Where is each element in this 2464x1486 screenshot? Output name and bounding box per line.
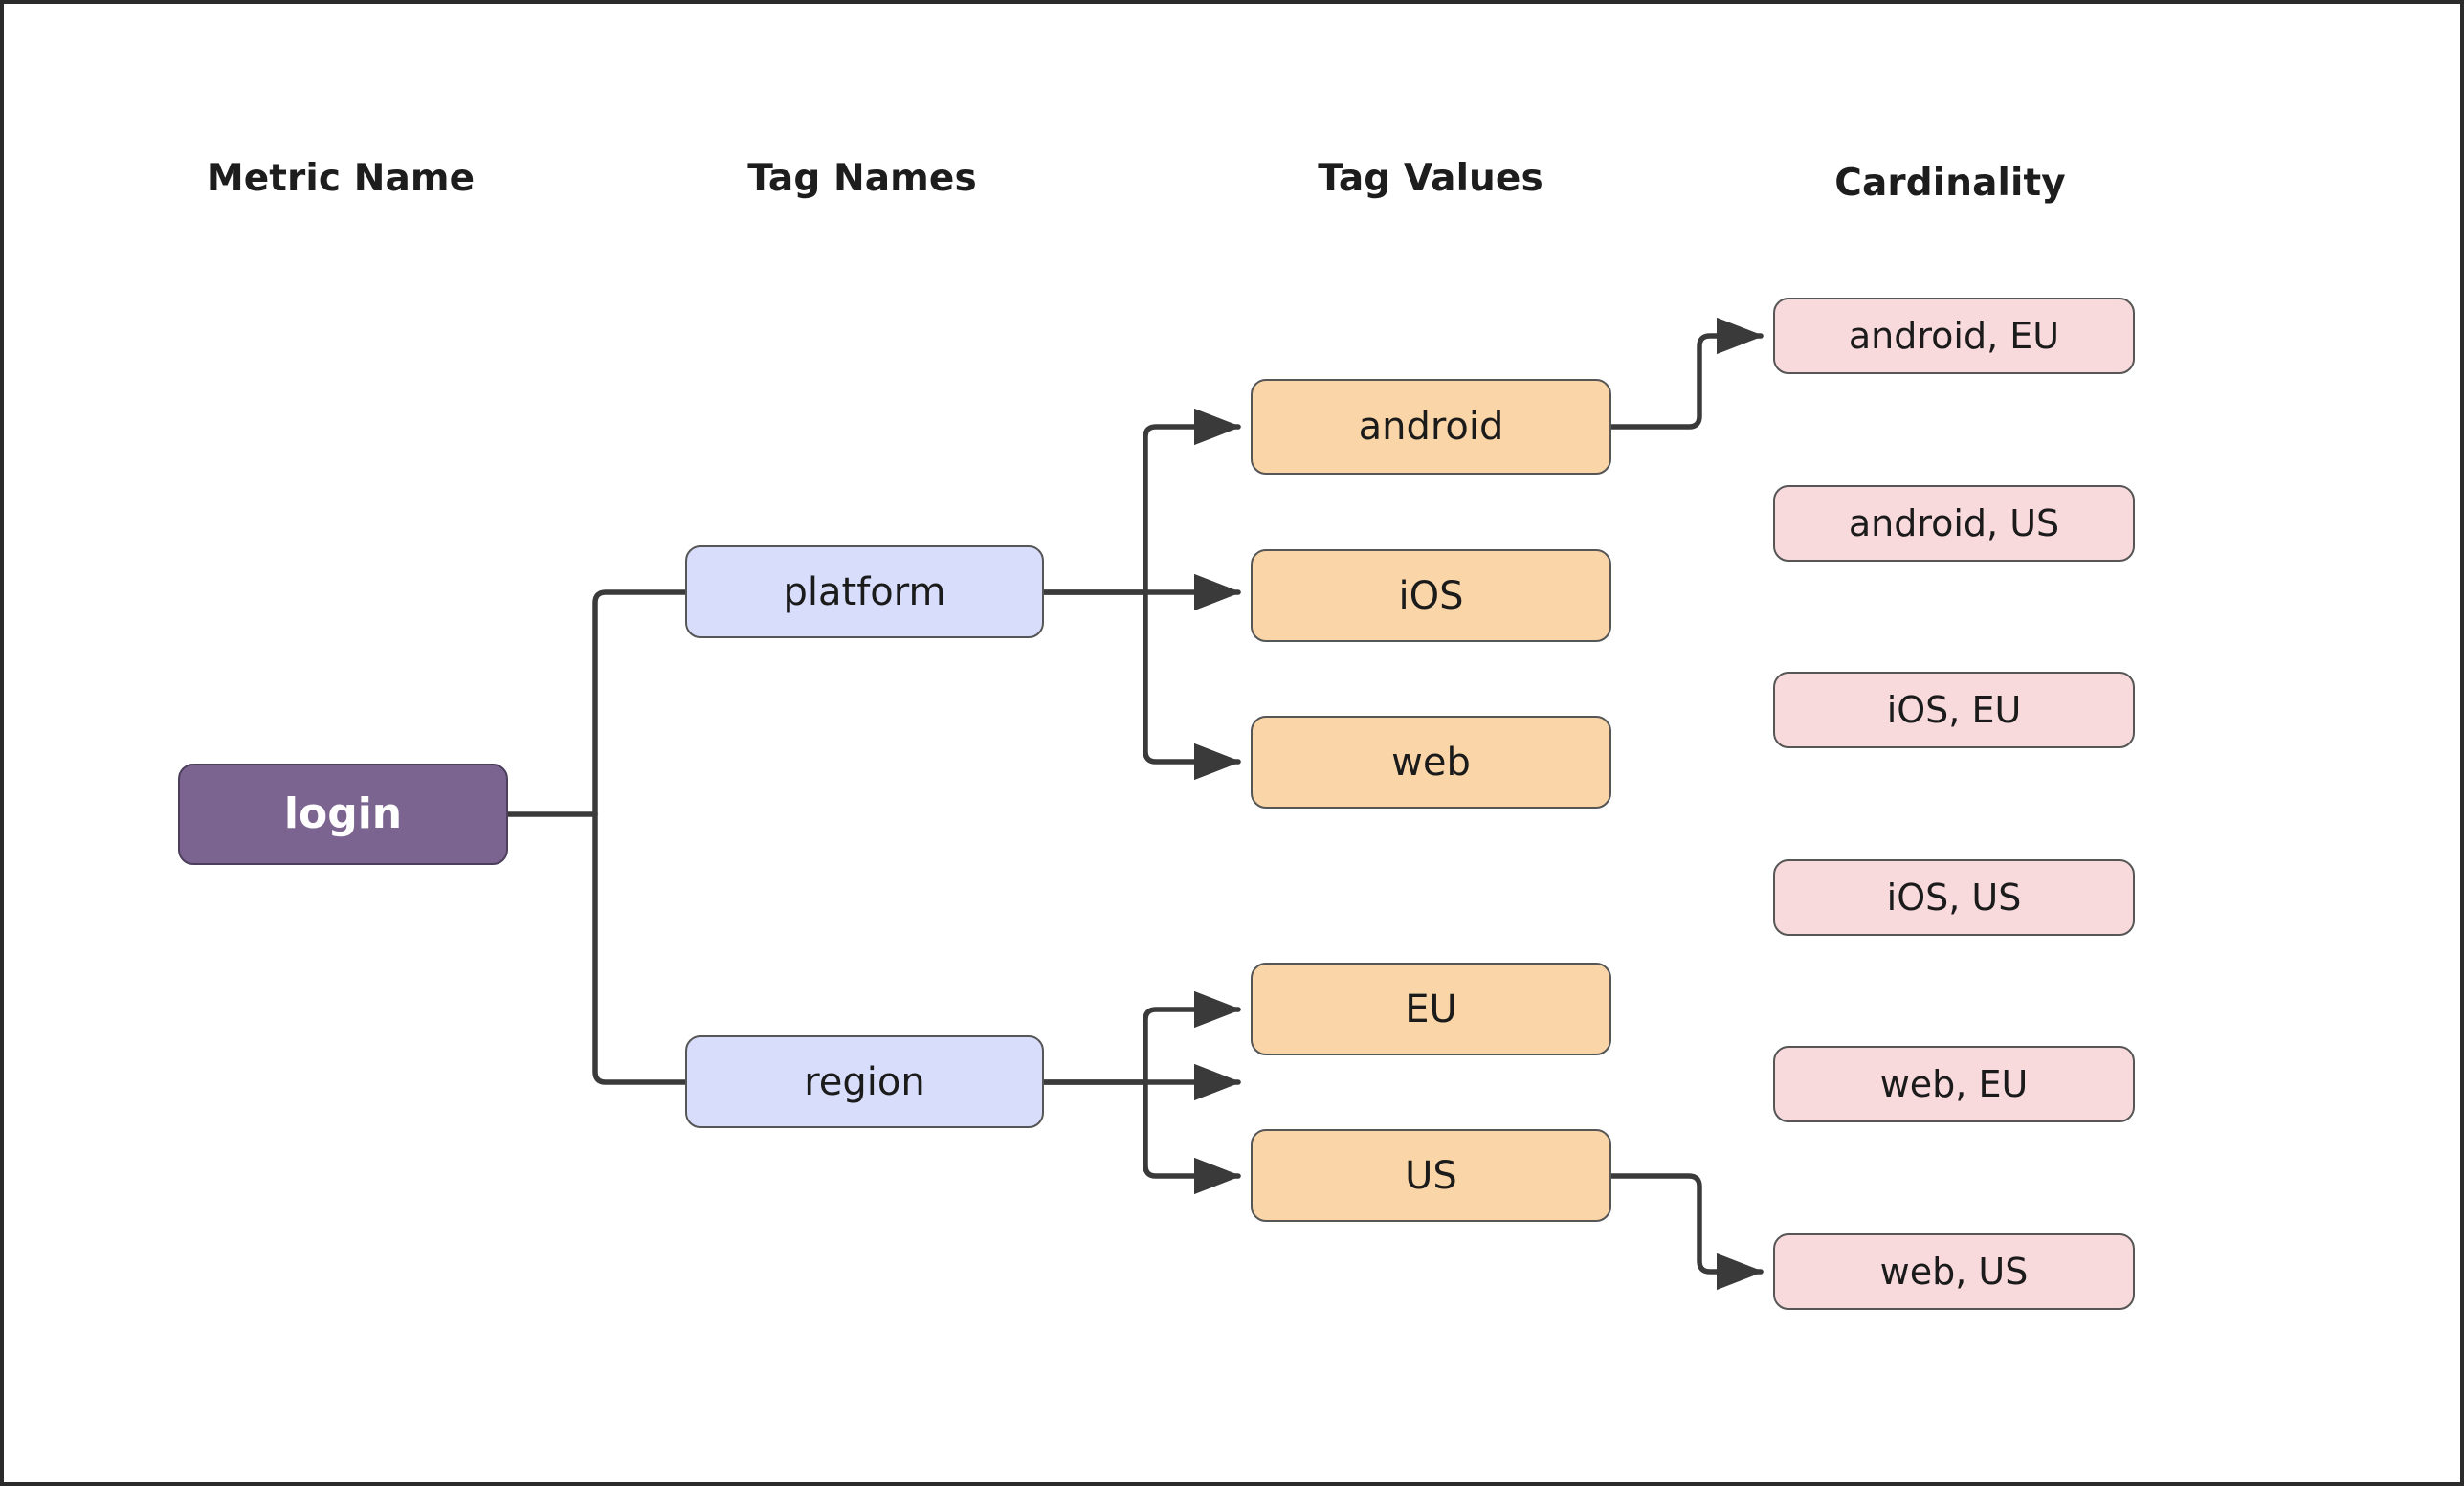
node-metric-login[interactable]: login: [178, 764, 508, 865]
node-tagname-region[interactable]: region: [685, 1035, 1044, 1128]
node-cardinality-ios-eu[interactable]: iOS, EU: [1773, 672, 2135, 748]
edge-us-webus: [1609, 1173, 1765, 1291]
column-header-metric-name: Metric Name: [206, 157, 476, 200]
node-cardinality-android-us[interactable]: android, US: [1773, 485, 2135, 562]
node-tagvalue-eu[interactable]: EU: [1251, 963, 1611, 1055]
node-cardinality-android-eu[interactable]: android, EU: [1773, 298, 2135, 374]
column-header-tag-values: Tag Values: [1318, 157, 1543, 200]
node-cardinality-web-us[interactable]: web, US: [1773, 1233, 2135, 1310]
edge-platform-android: [1143, 408, 1242, 595]
edge-platform-web: [1143, 589, 1242, 781]
node-tagvalue-android[interactable]: android: [1251, 379, 1611, 475]
node-cardinality-ios-us[interactable]: iOS, US: [1773, 859, 2135, 936]
edge-android-androideu: [1609, 317, 1765, 430]
column-header-tag-names: Tag Names: [747, 157, 977, 200]
node-tagname-platform[interactable]: platform: [685, 545, 1044, 638]
edge-region-eu: [1143, 990, 1242, 1085]
edge-region-us: [1143, 1079, 1242, 1195]
node-cardinality-web-eu[interactable]: web, EU: [1773, 1046, 2135, 1122]
node-tagvalue-ios[interactable]: iOS: [1251, 549, 1611, 642]
column-header-cardinality: Cardinality: [1834, 162, 2066, 205]
node-tagvalue-web[interactable]: web: [1251, 716, 1611, 809]
node-tagvalue-us[interactable]: US: [1251, 1129, 1611, 1222]
